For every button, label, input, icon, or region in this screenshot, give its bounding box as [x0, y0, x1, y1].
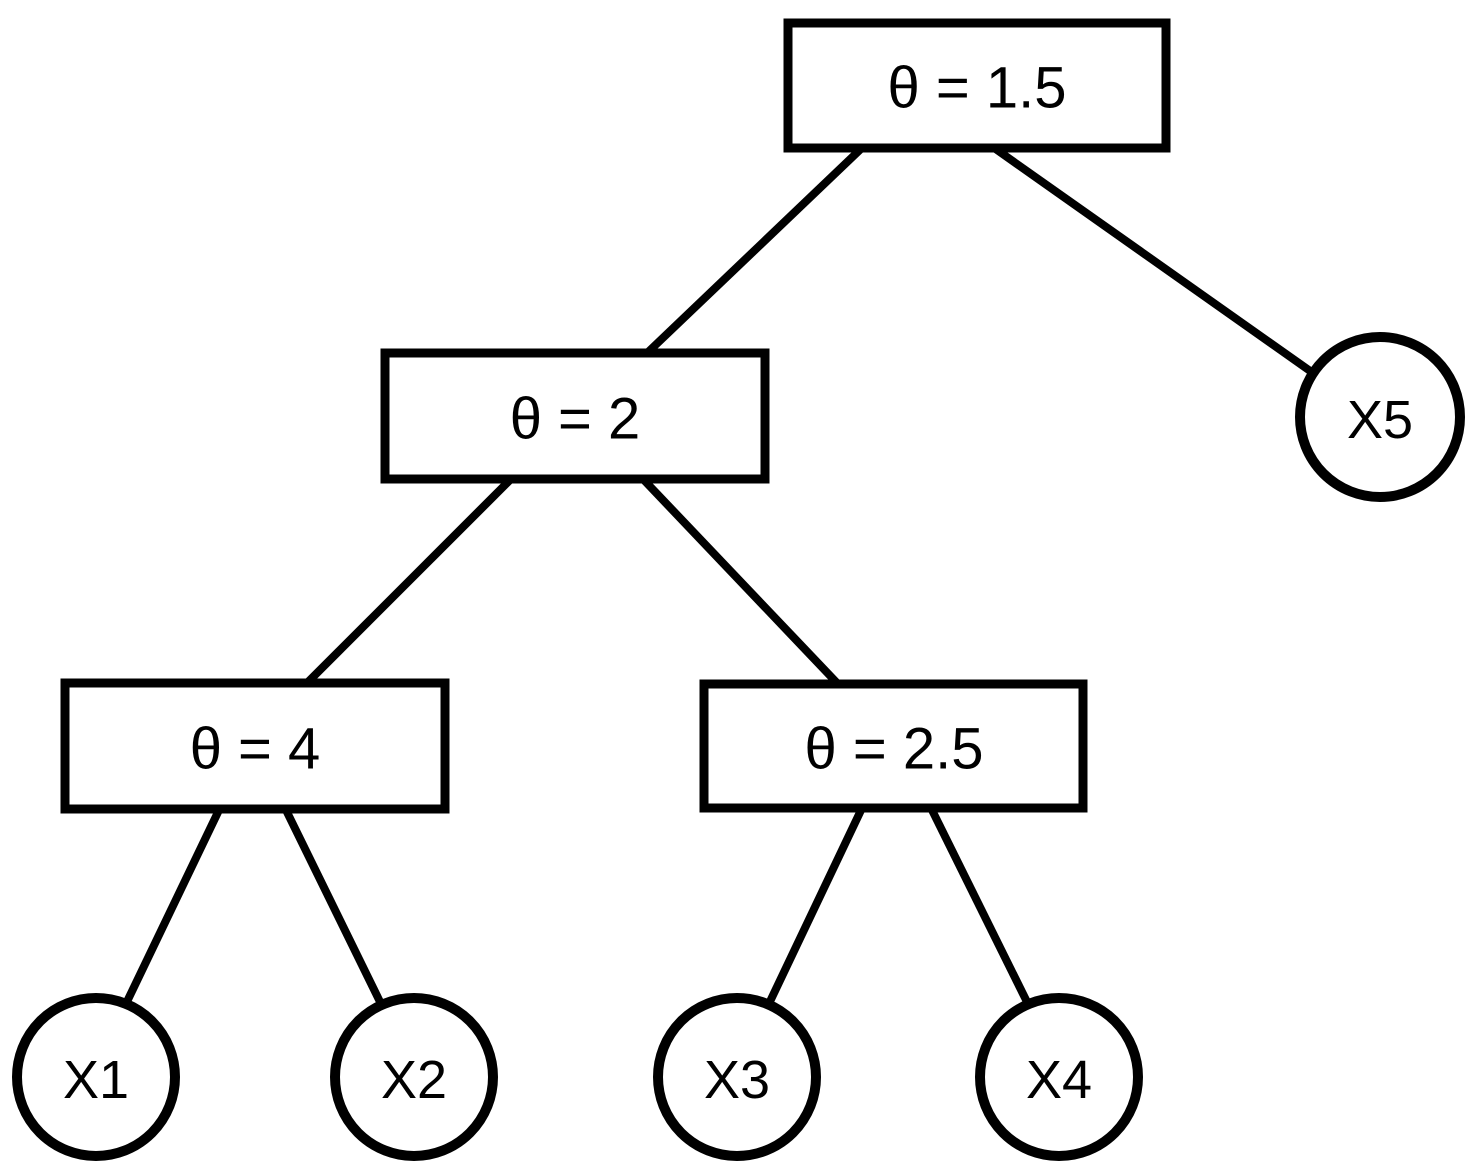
node-x5-label: X5 — [1347, 390, 1413, 450]
edge-root-theta2 — [642, 142, 868, 358]
node-x1: X1 — [12, 993, 180, 1161]
edge-theta2-theta4 — [304, 475, 515, 686]
node-theta25: θ = 2.5 — [699, 679, 1088, 813]
node-theta4-rect — [60, 678, 450, 814]
node-x1-circle — [12, 993, 180, 1161]
node-theta2-label: θ = 2 — [510, 387, 641, 452]
node-theta2: θ = 2 — [380, 348, 770, 484]
edge-theta25-x3 — [761, 804, 867, 1014]
node-x4: X4 — [975, 993, 1143, 1161]
node-x3: X3 — [653, 993, 821, 1161]
node-x2-label: X2 — [381, 1050, 447, 1110]
edge-theta4-x2 — [281, 806, 389, 1014]
node-theta2-rect — [380, 348, 770, 484]
node-theta4-label: θ = 4 — [190, 717, 321, 782]
node-theta25-rect — [699, 679, 1088, 813]
node-x3-label: X3 — [704, 1050, 770, 1110]
node-x5-circle — [1295, 332, 1465, 502]
node-x3-circle — [653, 993, 821, 1161]
node-x1-label: X1 — [63, 1050, 129, 1110]
node-theta4: θ = 4 — [60, 678, 450, 814]
node-x2: X2 — [330, 993, 498, 1161]
node-x4-circle — [975, 993, 1143, 1161]
node-root-rect — [783, 18, 1171, 153]
node-root-label: θ = 1.5 — [888, 56, 1067, 121]
node-x4-label: X4 — [1026, 1050, 1092, 1110]
node-root: θ = 1.5 — [783, 18, 1171, 153]
edge-theta4-x1 — [118, 806, 224, 1014]
edge-theta25-x4 — [926, 804, 1036, 1014]
node-x5: X5 — [1295, 332, 1465, 502]
node-x2-circle — [330, 993, 498, 1161]
edge-theta2-theta25 — [639, 475, 841, 687]
node-theta25-label: θ = 2.5 — [805, 717, 984, 782]
edge-root-x5 — [987, 141, 1333, 389]
